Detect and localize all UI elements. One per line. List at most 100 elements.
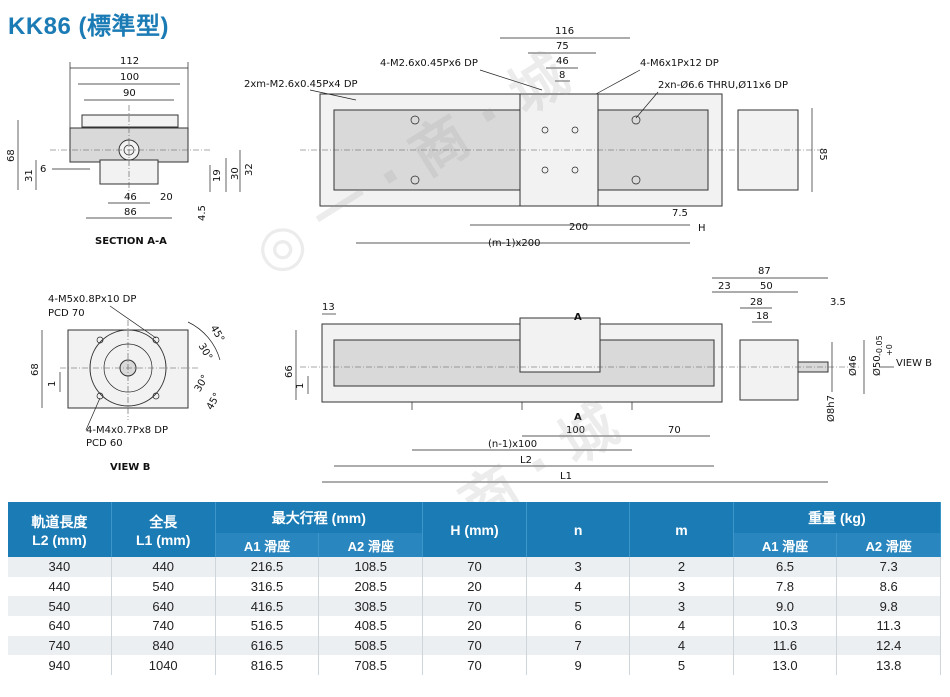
table-cell: 708.5	[318, 655, 424, 676]
page-title: KK86 (標準型)	[8, 13, 170, 40]
table-cell: 740	[8, 635, 112, 656]
carriage-top	[81, 114, 179, 128]
angle-30-top: 30°	[196, 342, 214, 363]
table-cell: 11.3	[836, 616, 941, 636]
header-m: m	[629, 502, 734, 557]
dim-46-top: 46	[556, 56, 569, 67]
table-cell: 440	[111, 557, 216, 577]
dim-m-200: (m-1)x200	[488, 238, 541, 249]
motor-front	[739, 339, 799, 401]
dim-h: H	[698, 223, 706, 234]
table-cell: 816.5	[215, 655, 320, 676]
dim-23: 23	[718, 281, 731, 292]
header-stroke: 最大行程 (mm)	[215, 502, 424, 533]
table-cell: 340	[8, 557, 112, 577]
dim-68-b: 68	[30, 363, 41, 376]
dim-100-f: 100	[566, 425, 585, 436]
dim-116: 116	[555, 26, 574, 37]
dim-32: 32	[244, 163, 255, 176]
table-cell: 13.8	[836, 655, 941, 676]
table-cell: 2	[629, 557, 734, 577]
dim-86: 86	[124, 207, 137, 218]
view-b-label: VIEW B	[110, 462, 150, 473]
technical-drawing: 112 100 90 68 31 6 46 20 86 19 30 32	[6, 26, 932, 483]
note-m4: 4-M4x0.7Px8 DP	[86, 425, 168, 436]
dim-1-b: 1	[47, 381, 58, 387]
note-m6: 4-M6x1Px12 DP	[640, 58, 719, 69]
dim-3-5: 3.5	[830, 297, 846, 308]
note-pcd70: PCD 70	[48, 308, 85, 319]
dim-75: 75	[556, 41, 569, 52]
table-cell: 740	[111, 616, 216, 636]
table-cell: 4	[526, 576, 631, 597]
table-cell: 508.5	[318, 635, 424, 656]
dim-68: 68	[6, 149, 17, 162]
table-cell: 9	[526, 655, 631, 676]
table-cell: 108.5	[318, 557, 424, 577]
angle-30-bottom: 30°	[193, 373, 211, 394]
table-cell: 12.4	[836, 635, 941, 656]
header-stroke-a2: A2 滑座	[318, 533, 424, 557]
dim-l2: L2	[520, 455, 532, 466]
view-b: 45° 30° 30° 45° 4-M5x0.8Px10 DP PCD 70 4…	[30, 294, 226, 473]
table-cell: 70	[422, 655, 527, 676]
dim-1-f: 1	[295, 383, 306, 389]
header-weight: 重量 (kg)	[733, 502, 942, 533]
section-a-top: A	[574, 312, 582, 323]
table-cell: 70	[422, 596, 527, 617]
table-cell: 9.0	[733, 596, 838, 617]
dim-90: 90	[123, 88, 136, 99]
table-cell: 640	[8, 616, 112, 636]
dim-d50: Ø50	[871, 355, 883, 376]
dim-87: 87	[758, 266, 771, 277]
dim-20: 20	[160, 192, 173, 203]
table-cell: 940	[8, 655, 112, 676]
dim-66: 66	[284, 365, 295, 378]
table-cell: 516.5	[215, 616, 320, 636]
dim-6: 6	[40, 164, 46, 175]
note-m2-6-4dp: 2xm-M2.6x0.45Px4 DP	[244, 79, 358, 90]
dim-46: 46	[124, 192, 137, 203]
header-h: H (mm)	[422, 502, 527, 557]
header-weight-a2: A2 滑座	[836, 533, 941, 557]
note-m5: 4-M5x0.8Px10 DP	[48, 294, 136, 305]
table-cell: 3	[629, 576, 734, 597]
dim-l1: L1	[560, 471, 572, 482]
dim-18: 18	[756, 311, 769, 322]
carriage-front	[519, 317, 601, 373]
table-cell: 7.8	[733, 576, 838, 597]
dim-30: 30	[230, 167, 241, 180]
view-b-arrow: VIEW B	[896, 358, 932, 369]
dim-19: 19	[212, 169, 223, 182]
table-cell: 208.5	[318, 576, 424, 597]
section-a-a-view: 112 100 90 68 31 6 46 20 86 19 30 32	[6, 56, 255, 247]
table-cell: 540	[8, 596, 112, 617]
header-stroke-a1: A1 滑座	[215, 533, 320, 557]
table-cell: 20	[422, 576, 527, 597]
table-cell: 9.8	[836, 596, 941, 617]
dim-d46: Ø46	[847, 355, 859, 376]
table-cell: 440	[8, 576, 112, 597]
table-cell: 7.3	[836, 557, 941, 577]
table-cell: 8.6	[836, 576, 941, 597]
dim-8: 8	[559, 70, 565, 81]
dim-d8: Ø8h7	[825, 395, 837, 422]
dim-50: 50	[760, 281, 773, 292]
table-cell: 4	[629, 635, 734, 656]
header-weight-a1: A1 滑座	[733, 533, 838, 557]
table-cell: 640	[111, 596, 216, 617]
table-cell: 7	[526, 635, 631, 656]
table-cell: 3	[629, 596, 734, 617]
dim-28: 28	[750, 297, 763, 308]
table-cell: 10.3	[733, 616, 838, 636]
note-m2-6-6dp: 4-M2.6x0.45Px6 DP	[380, 58, 478, 69]
table-cell: 13.0	[733, 655, 838, 676]
section-a-a-label: SECTION A-A	[95, 236, 167, 247]
table-cell: 1040	[111, 655, 216, 676]
dim-7-5: 7.5	[672, 208, 688, 219]
